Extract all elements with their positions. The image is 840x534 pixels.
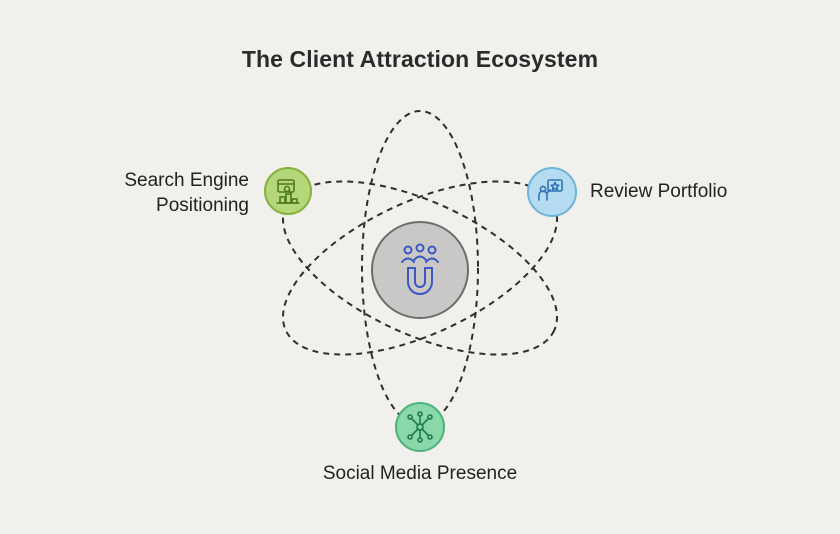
center-hub bbox=[371, 221, 469, 319]
node-search bbox=[264, 167, 312, 215]
label-social-media-presence: Social Media Presence bbox=[322, 463, 518, 484]
people-magnet-icon bbox=[401, 243, 439, 295]
review-rating-icon bbox=[538, 179, 563, 201]
node-review bbox=[527, 167, 577, 217]
network-icon bbox=[407, 411, 433, 443]
orbit-descending bbox=[281, 180, 559, 356]
diagram-title: The Client Attraction Ecosystem bbox=[241, 46, 599, 72]
label-search-line1: Search Engine bbox=[124, 170, 249, 191]
label-search-engine-positioning: Search Engine Positioning bbox=[124, 168, 249, 218]
search-ranking-icon bbox=[276, 179, 300, 204]
label-search-line2: Positioning bbox=[156, 195, 249, 216]
label-review-portfolio: Review Portfolio bbox=[590, 181, 728, 202]
node-social bbox=[395, 402, 445, 452]
